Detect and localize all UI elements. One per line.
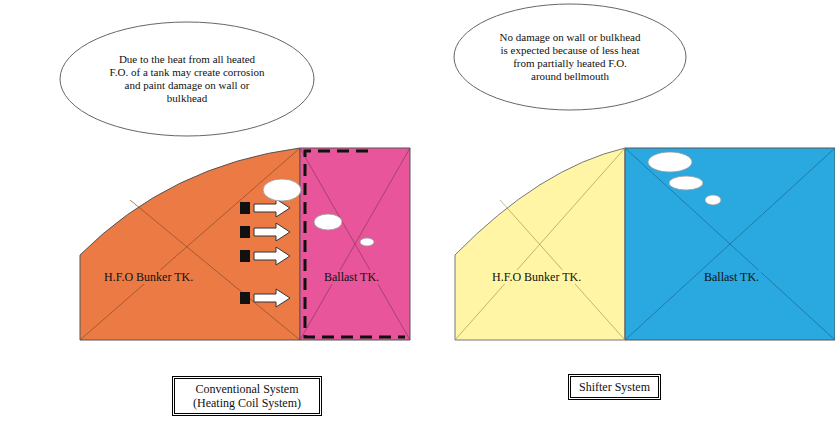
tank-label: H.F.O Bunker TK. <box>102 270 195 284</box>
thought-bubbles <box>263 179 374 246</box>
system-name: Shifter System <box>579 380 650 394</box>
shifter-tanks <box>455 148 835 340</box>
system-name: Conventional System (Heating Coil System… <box>183 382 311 410</box>
tank-name: H.F.O Bunker TK. <box>490 270 583 284</box>
conventional-tanks <box>80 148 410 340</box>
tank-label: Ballast TK. <box>702 270 761 284</box>
tank-diagonal <box>300 148 410 340</box>
tank-label: Ballast TK. <box>322 270 381 284</box>
thought-bubbles <box>648 152 721 205</box>
tank-diagonal <box>300 148 410 340</box>
tank-diagonal <box>455 148 625 340</box>
tank-diagonal <box>625 148 835 340</box>
tank-label: H.F.O Bunker TK. <box>490 270 583 284</box>
tank-name: Ballast TK. <box>322 270 381 284</box>
tank-diagonal <box>625 148 835 340</box>
damage-dashed-line <box>305 151 405 337</box>
callout-cloud: Due to the heat from all heated F.O. of … <box>58 20 316 138</box>
callout-cloud: No damage on wall or bulkhead is expecte… <box>452 2 688 112</box>
tank-diagonal <box>80 148 300 340</box>
ballast-tank-shape <box>300 148 410 340</box>
hfo-tank-shape <box>80 148 300 340</box>
tank-name: H.F.O Bunker TK. <box>102 270 195 284</box>
hfo-tank-shape <box>455 148 625 340</box>
heating-coil-arrows <box>240 199 290 307</box>
ballast-tank-shape <box>625 148 835 340</box>
system-caption-box: Shifter System <box>568 374 661 400</box>
tank-name: Ballast TK. <box>702 270 761 284</box>
system-caption-box: Conventional System (Heating Coil System… <box>172 376 322 416</box>
callout-text: Due to the heat from all heated F.O. of … <box>109 53 265 105</box>
callout-text: No damage on wall or bulkhead is expecte… <box>499 31 641 83</box>
